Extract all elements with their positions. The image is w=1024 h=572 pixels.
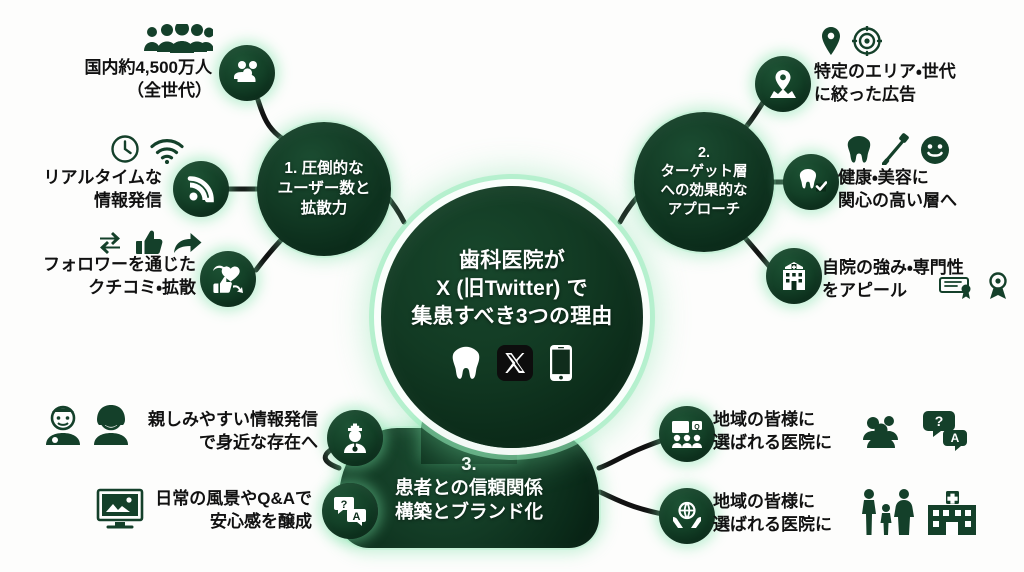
leaf-icon-qa-bubbles[interactable]: ? A <box>322 483 378 539</box>
caption-branch2-leaf3: 自院の強み・専門性 をアピール <box>822 258 964 301</box>
caption-branch3-leaf4: 地域の皆様に 選ばれる医院に <box>713 492 832 535</box>
decor-cluster-community-qa: ? A <box>862 410 968 452</box>
decor-cluster-word-of-mouth <box>95 228 203 256</box>
family-icon <box>862 489 914 535</box>
leaf-icon-tooth-check[interactable] <box>783 154 839 210</box>
smartphone-icon <box>549 344 573 387</box>
branch-node-1[interactable]: 1. 圧倒的な ユーザー数と 拡散力 <box>257 122 391 256</box>
award-ribbon-icon <box>989 272 1007 299</box>
qa-bubble-icon: ? A <box>923 411 967 451</box>
caption-branch3-leaf2: 日常の風景やQ&Aで 安心感を醸成 <box>155 489 312 532</box>
qa-bubbles-icon: ? A <box>334 497 366 526</box>
hands-globe-icon <box>673 501 701 528</box>
svg-text:?: ? <box>935 413 944 429</box>
group-people-icon <box>234 61 257 82</box>
rss-feed-icon <box>187 176 214 203</box>
svg-text:A: A <box>353 511 361 523</box>
caption-branch1-leaf3: フォロワーを通じた クチコミ・拡散 <box>43 255 196 298</box>
decor-cluster-crowd <box>143 24 213 54</box>
decor-cluster-health-beauty <box>846 133 950 165</box>
caption-branch1-leaf1: 国内約4,500万人 （全世代） <box>84 58 212 101</box>
decor-cluster-family-hospital <box>860 488 978 536</box>
leaf-icon-map-location[interactable] <box>755 56 811 112</box>
people-group-icon <box>863 416 898 448</box>
tooth-check-icon <box>799 169 827 192</box>
patient-avatar-icon <box>94 405 128 445</box>
hub-title: 歯科医院が X (旧Twitter) で 集患すべき3つの理由 <box>411 249 613 328</box>
caption-branch1-leaf2: リアルタイムな 情報発信 <box>43 168 163 211</box>
leaf-icon-presentation-audience[interactable]: Q <box>659 406 715 462</box>
branch-node-2-label: 2. ターゲット層 への効果的な アプローチ <box>660 145 748 218</box>
svg-text:?: ? <box>341 499 348 511</box>
decor-cluster-realtime <box>110 134 184 164</box>
clinic-building-icon <box>783 262 805 290</box>
clock-icon <box>111 135 139 163</box>
hub-icon-row <box>451 344 573 387</box>
decor-cluster-expertise <box>938 272 1010 300</box>
x-logo-icon <box>497 344 533 386</box>
caption-branch2-leaf2: 健康・美容に 関心の高い層へ <box>838 168 957 211</box>
hospital-icon <box>928 491 976 535</box>
branch-node-2[interactable]: 2. ターゲット層 への効果的な アプローチ <box>634 112 774 252</box>
caption-branch2-leaf1: 特定のエリア・世代 に絞った広告 <box>814 62 956 105</box>
presentation-audience-icon: Q <box>672 421 702 448</box>
crowd-icon <box>144 24 213 53</box>
doctor-icon <box>344 423 366 453</box>
caption-branch3-leaf1: 親しみやすい情報発信 で身近な存在へ <box>148 410 318 453</box>
leaf-icon-doctor[interactable] <box>327 410 383 466</box>
decor-cluster-daily-monitor <box>96 488 144 530</box>
toothbrush-icon <box>882 133 909 165</box>
link-b1-leaf1 <box>255 97 286 142</box>
branch-node-3[interactable]: 3. 患者との信頼関係 構築とブランド化 <box>339 428 599 548</box>
decor-cluster-friendly-people <box>44 404 130 446</box>
branch-node-3-label: 3. 患者との信頼関係 構築とブランド化 <box>394 452 543 523</box>
leaf-icon-group-people[interactable] <box>219 45 275 101</box>
retweet-icon <box>100 232 120 254</box>
diploma-icon <box>939 277 971 299</box>
leaf-icon-rss-feed[interactable] <box>173 161 229 217</box>
share-like-heart-icon <box>213 265 243 293</box>
leaf-icon-share-like[interactable] <box>200 251 256 307</box>
wifi-icon <box>150 139 184 164</box>
map-pin-location-icon <box>770 70 796 98</box>
leaf-icon-hands-globe[interactable] <box>659 488 715 544</box>
doctor-avatar-icon <box>46 405 80 445</box>
tooth-icon <box>451 345 481 386</box>
target-icon <box>852 26 882 56</box>
branch-node-1-label: 1. 圧倒的な ユーザー数と 拡散力 <box>277 159 371 218</box>
share-arrow-icon <box>174 233 202 253</box>
smiley-icon <box>921 136 949 164</box>
decor-cluster-area-targeting <box>820 26 882 56</box>
pin-icon <box>822 27 840 55</box>
link-b1-leaf3 <box>253 237 284 273</box>
tooth-icon <box>847 136 871 163</box>
leaf-icon-clinic-building[interactable] <box>766 248 822 304</box>
thumbs-up-icon <box>136 230 163 254</box>
caption-branch3-leaf3: 地域の皆様に 選ばれる医院に <box>713 410 832 453</box>
svg-text:A: A <box>951 431 960 445</box>
monitor-photo-icon <box>96 488 144 529</box>
svg-text:Q: Q <box>694 424 700 431</box>
central-hub[interactable]: 歯科医院が X (旧Twitter) で 集患すべき3つの理由 <box>381 186 643 448</box>
